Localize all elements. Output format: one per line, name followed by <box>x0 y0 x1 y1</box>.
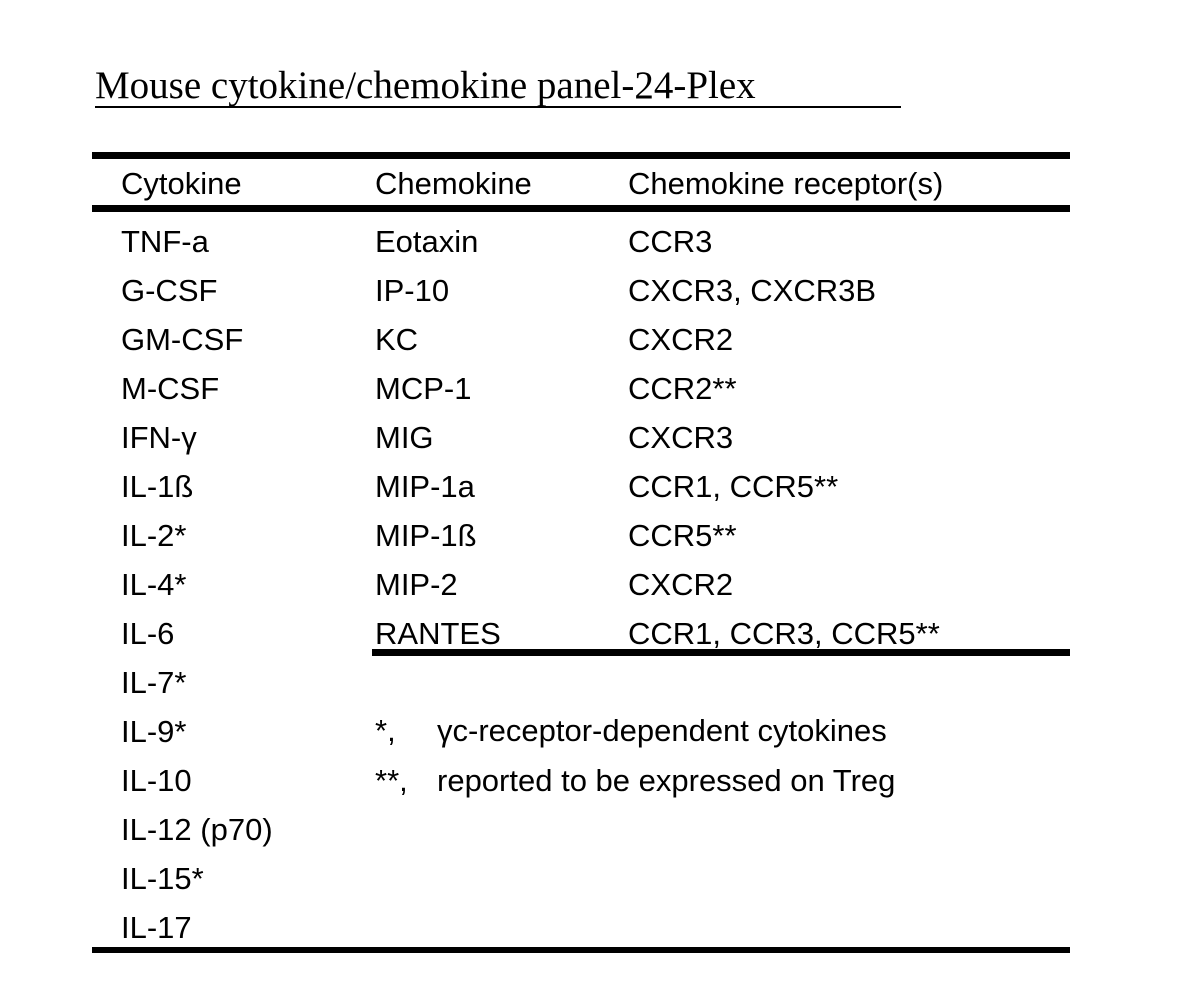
table-cell-chemokine: IP-10 <box>375 273 450 308</box>
footnote-block: *, γc-receptor-dependent cytokines **, repo… <box>375 706 895 806</box>
table-cell-cytokine: IL-1ß <box>121 469 194 504</box>
table-cell-cytokine: GM-CSF <box>121 322 244 357</box>
footnote-row: *, γc-receptor-dependent cytokines <box>375 706 895 756</box>
table-cell-receptor: CCR5** <box>628 518 737 553</box>
table-cell-chemokine: KC <box>375 322 419 357</box>
table-cell-receptor: CXCR3 <box>628 420 734 455</box>
column-header-chemokine: Chemokine <box>375 166 532 201</box>
table-rule-top <box>92 152 1070 159</box>
table-cell-cytokine: IL-2* <box>121 518 187 553</box>
table-cell-receptor: CCR1, CCR3, CCR5** <box>628 616 940 651</box>
table-cell-cytokine: IL-9* <box>121 714 187 749</box>
table-cell-chemokine: MIG <box>375 420 434 455</box>
column-header-chemokine-receptors: Chemokine receptor(s) <box>628 166 944 201</box>
table-cell-cytokine: IL-15* <box>121 861 204 896</box>
table-cell-receptor: CXCR3, CXCR3B <box>628 273 877 308</box>
table-cell-cytokine: G-CSF <box>121 273 218 308</box>
table-cell-cytokine: IL-7* <box>121 665 187 700</box>
table-cell-receptor: CXCR2 <box>628 322 734 357</box>
table-cell-cytokine: IL-4* <box>121 567 187 602</box>
footnote-marker: **, <box>375 763 408 798</box>
table-cell-cytokine: IL-12 (p70) <box>121 812 273 847</box>
table-rule-middle <box>372 649 1070 656</box>
footnote-marker: *, <box>375 713 396 748</box>
table-cell-receptor: CXCR2 <box>628 567 734 602</box>
page-title: Mouse cytokine/chemokine panel-24-Plex <box>95 64 756 107</box>
table-cell-cytokine: IL-10 <box>121 763 192 798</box>
footnote-text: γc-receptor-dependent cytokines <box>437 713 887 748</box>
table-cell-cytokine: IFN-γ <box>121 420 197 455</box>
footnote-text: reported to be expressed on Treg <box>437 763 896 798</box>
table-cell-chemokine: MIP-1a <box>375 469 475 504</box>
table-cell-receptor: CCR3 <box>628 224 713 259</box>
table-rule-bottom <box>92 947 1070 953</box>
column-header-receptor-wrap: Chemokine receptor(s) <box>628 164 943 204</box>
table-cell-chemokine: Eotaxin <box>375 224 479 259</box>
footnote-row: **, reported to be expressed on Treg <box>375 756 895 806</box>
table-cell-chemokine: MIP-1ß <box>375 518 477 553</box>
column-header-chemokine-wrap: Chemokine <box>375 164 532 204</box>
table-cell-receptor: CCR2** <box>628 371 737 406</box>
table-cell-cytokine: IL-6 <box>121 616 175 651</box>
table-cell-cytokine: IL-17 <box>121 910 192 945</box>
table-cell-cytokine: M-CSF <box>121 371 220 406</box>
column-header-cytokine-wrap: Cytokine <box>121 164 242 204</box>
title-underline <box>95 106 901 108</box>
table-cell-chemokine: MCP-1 <box>375 371 472 406</box>
table-cell-receptor: CCR1, CCR5** <box>628 469 839 504</box>
table-cell-chemokine: RANTES <box>375 616 501 651</box>
column-header-cytokine: Cytokine <box>121 166 242 201</box>
table-cell-cytokine: TNF-a <box>121 224 209 259</box>
table-rule-header <box>92 205 1070 212</box>
table-cell-chemokine: MIP-2 <box>375 567 458 602</box>
